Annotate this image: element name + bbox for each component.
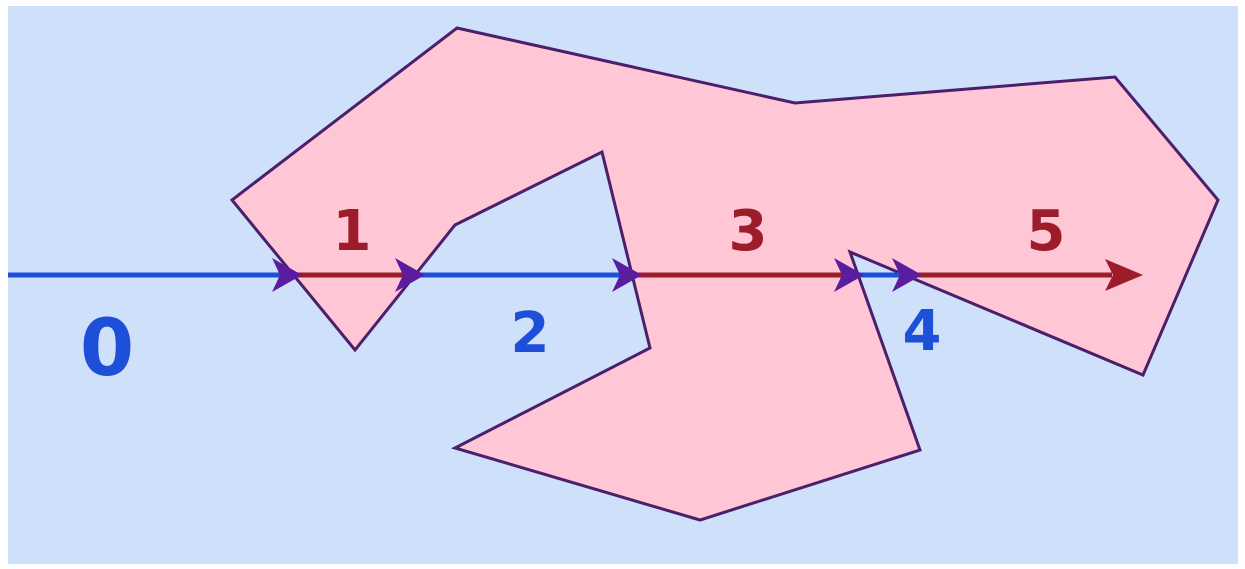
segment-label-2: 2: [511, 301, 550, 366]
crossing-arrow-3: [612, 258, 642, 292]
crossing-arrow-5: [892, 258, 922, 292]
segment-labels: 0 1 2 3 4 5: [80, 199, 1066, 394]
segment-label-3: 3: [729, 199, 768, 264]
crossing-arrow-4: [834, 258, 864, 292]
crossing-markers: [272, 258, 922, 292]
crossing-arrow-2: [395, 258, 425, 292]
segment-label-0: 0: [80, 304, 134, 394]
segment-label-5: 5: [1027, 199, 1066, 264]
segment-label-4: 4: [903, 299, 942, 364]
segment-label-1: 1: [333, 199, 372, 264]
crossing-arrow-1: [272, 258, 302, 292]
ray-end-arrowhead: [1105, 259, 1143, 291]
